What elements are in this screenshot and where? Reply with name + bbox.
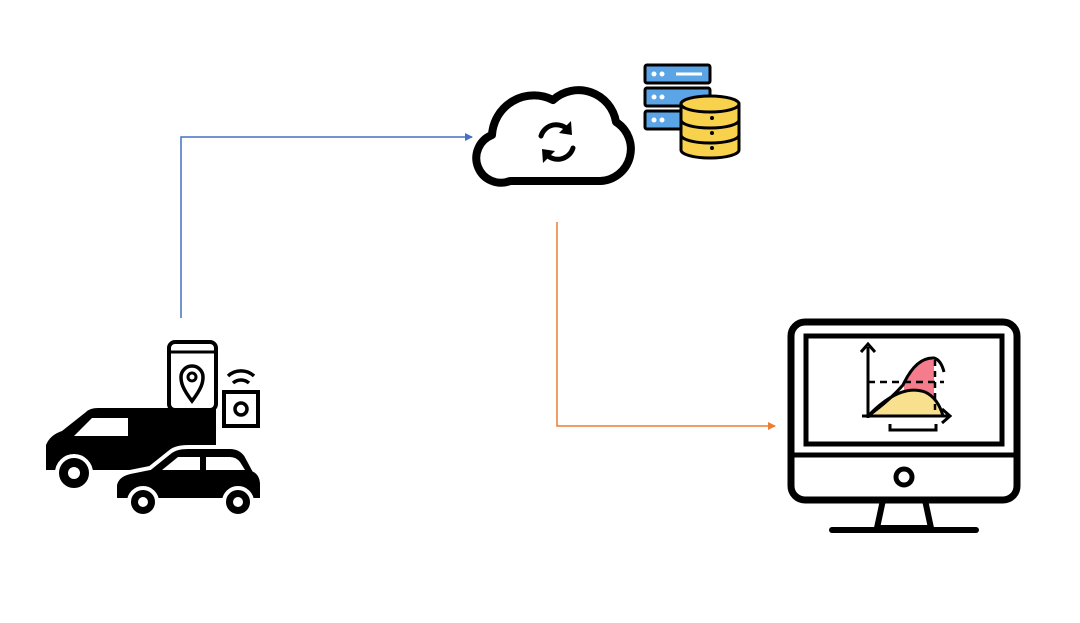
analytics-chart-icon bbox=[859, 341, 953, 432]
vehicles-to-cloud-connector bbox=[180, 133, 473, 318]
database-cylinder-icon bbox=[679, 94, 741, 160]
server-database-icon bbox=[643, 63, 741, 160]
monitor-analytics-icon bbox=[787, 318, 1021, 533]
cloud-to-dashboard-connector bbox=[556, 222, 776, 430]
sync-arrows-icon bbox=[538, 121, 576, 163]
cloud-sync-icon bbox=[472, 86, 635, 187]
phone-location-icon bbox=[167, 340, 218, 412]
wireless-tracker-icon bbox=[222, 369, 260, 428]
vehicles-gps-tracking-icon bbox=[46, 340, 264, 518]
car-icon bbox=[113, 445, 264, 518]
